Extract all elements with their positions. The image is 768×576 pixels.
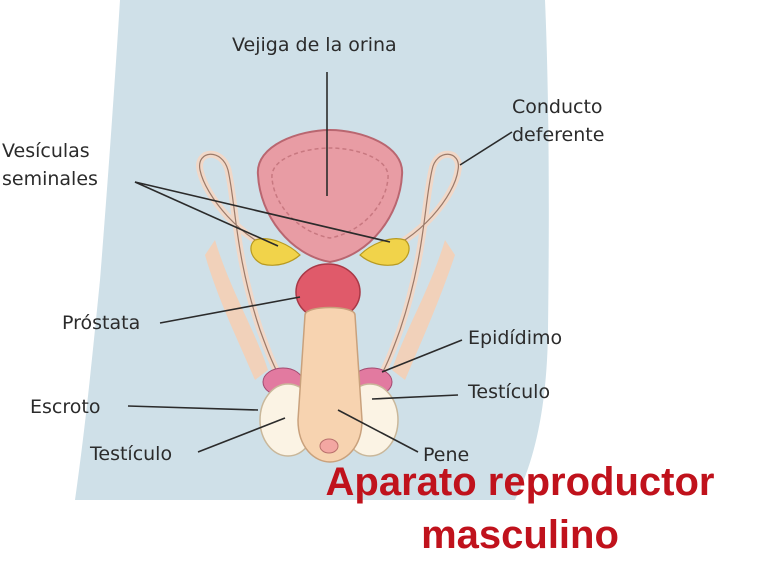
seminal-vesicle-left bbox=[250, 238, 301, 266]
title-line1: Aparato reproductor bbox=[325, 460, 715, 504]
title-line2: masculino bbox=[421, 513, 619, 557]
label-vas-deferens-line2: deferente bbox=[512, 124, 605, 146]
label-seminal-vesicles-line1: Vesículas bbox=[2, 140, 90, 162]
leader-lines bbox=[127, 72, 513, 453]
urethral-opening bbox=[319, 438, 339, 454]
label-penis: Pene bbox=[423, 444, 470, 466]
vas-deferens-right-outline bbox=[374, 153, 459, 381]
vas-deferens-left-outline bbox=[199, 153, 286, 381]
right-groin bbox=[392, 240, 455, 380]
label-bladder: Vejiga de la orina bbox=[232, 34, 397, 56]
label-vas-deferens-line1: Conducto bbox=[512, 96, 603, 118]
label-testicle-right: Testículo bbox=[468, 381, 551, 403]
bladder bbox=[256, 128, 404, 264]
label-prostate: Próstata bbox=[62, 312, 141, 334]
seminal-vesicle-right bbox=[359, 238, 410, 266]
label-seminal-vesicles-line2: seminales bbox=[2, 168, 98, 190]
penis bbox=[297, 306, 363, 463]
label-testicle-left: Testículo bbox=[90, 443, 173, 465]
bladder-inner-wall bbox=[271, 147, 389, 239]
label-scrotum: Escroto bbox=[30, 396, 101, 418]
label-epididymis: Epidídimo bbox=[468, 327, 563, 349]
left-groin bbox=[205, 240, 268, 380]
